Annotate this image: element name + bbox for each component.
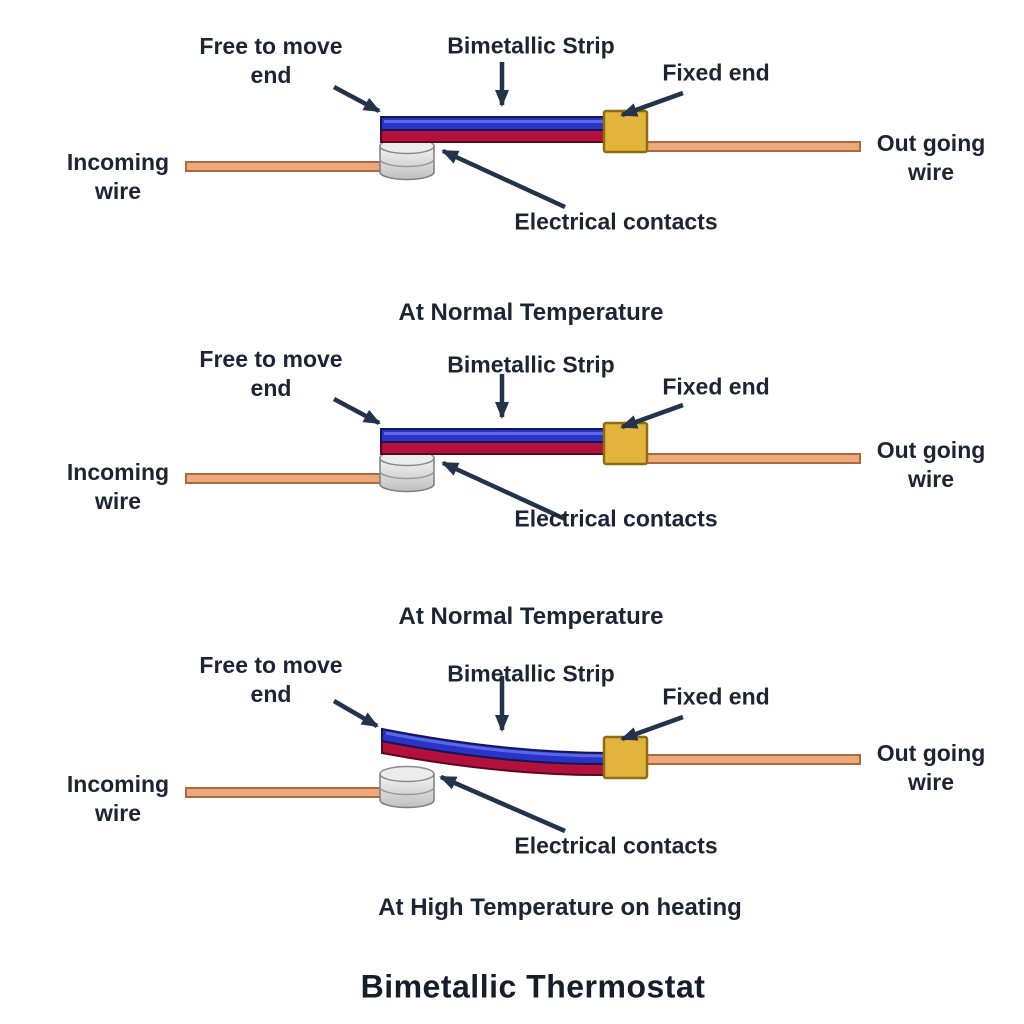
strip-highlight [384,432,614,435]
free-end-arrow [332,397,381,425]
incoming-wire [185,161,408,172]
label-line: Out going [876,130,986,156]
strip-highlight [385,731,607,758]
strip-highlight [384,120,614,123]
label-line: Incoming [66,771,170,797]
fixed-end-block [602,735,649,780]
panel-3-caption: At High Temperature on heating [378,894,742,921]
electrical-contact [379,449,435,493]
free-end-arrow [332,85,381,113]
contacts-arrow [441,148,566,210]
label-line: wire [94,800,142,826]
label-incoming-wire: Incoming wire [67,770,169,828]
label-outgoing-wire: Out going wire [877,129,986,187]
panel-3-shapes [185,676,861,834]
label-incoming-wire: Incoming wire [67,148,169,206]
label-electrical-contacts: Electrical contacts [514,505,718,532]
incoming-wire [185,473,408,484]
fixed-end-arrow [620,90,684,118]
contact-cylinder-body [379,773,435,809]
panel-2-shapes [185,374,861,522]
panel-1-caption: At Normal Temperature [398,299,664,326]
label-line: Free to move [199,652,343,678]
label-fixed-end: Fixed end [662,373,770,400]
label-line: end [250,62,292,88]
contact-cylinder-top [379,765,435,783]
label-free-to-move-end: Free to move end [199,651,342,709]
strip-blue-layer [380,116,618,131]
fixed-end-arrow [620,402,684,430]
label-electrical-contacts: Electrical contacts [514,832,718,859]
free-end-arrow [332,699,379,728]
label-line: Free to move [199,33,343,59]
label-line: Free to move [199,346,343,372]
contact-cylinder-body [379,145,435,181]
contacts-arrow [441,460,566,522]
label-line: wire [907,769,955,795]
label-line: Incoming [66,149,170,175]
label-outgoing-wire: Out going wire [877,739,986,797]
label-line: wire [94,178,142,204]
strip-red-layer [380,441,618,455]
contact-cylinder-seam [379,470,435,480]
label-line: wire [94,488,142,514]
label-bimetallic-strip: Bimetallic Strip [447,660,615,687]
contact-cylinder-seam [379,786,435,796]
outgoing-wire [646,754,861,765]
electrical-contact [379,137,435,181]
label-fixed-end: Fixed end [662,59,770,86]
label-bimetallic-strip: Bimetallic Strip [447,351,615,378]
label-free-to-move-end: Free to move end [199,32,342,90]
label-electrical-contacts: Electrical contacts [514,208,718,235]
fixed-end-block [602,109,649,154]
fixed-end-arrow [620,714,684,742]
label-line: Out going [876,740,986,766]
label-line: Incoming [66,459,170,485]
panel-2-caption: At Normal Temperature [398,603,664,630]
electrical-contact [379,765,435,809]
label-incoming-wire: Incoming wire [67,458,169,516]
label-bimetallic-strip: Bimetallic Strip [447,32,615,59]
diagram-title: Bimetallic Thermostat [360,968,706,1005]
label-free-to-move-end: Free to move end [199,345,342,403]
contact-cylinder-body [379,457,435,493]
label-line: wire [907,466,955,492]
label-line: wire [907,159,955,185]
incoming-wire [185,787,408,798]
panel-1-shapes [185,62,861,210]
label-line: end [250,375,292,401]
strip-red-layer [380,129,618,143]
outgoing-wire [646,141,861,152]
label-fixed-end: Fixed end [662,683,770,710]
label-line: Out going [876,437,986,463]
contacts-arrow [439,774,566,834]
strip-blue-layer [380,428,618,443]
label-line: end [250,681,292,707]
label-outgoing-wire: Out going wire [877,436,986,494]
outgoing-wire [646,453,861,464]
contact-cylinder-seam [379,158,435,168]
fixed-end-block [602,421,649,466]
